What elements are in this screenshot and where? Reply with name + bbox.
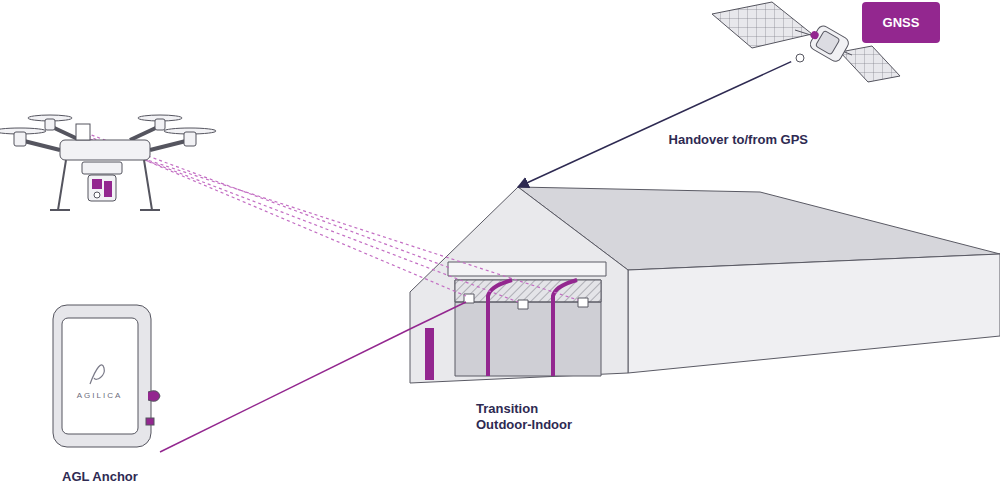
satellite-node: GNSS xyxy=(712,0,945,78)
hangar-node: Transition Outdoor-Indoor xyxy=(410,187,1000,387)
signal-lines xyxy=(86,133,578,302)
brand-logo: AGILICA xyxy=(63,391,136,400)
device-label: AGL Anchor xyxy=(62,469,138,485)
hangar xyxy=(410,187,1000,383)
anchor-leader xyxy=(410,302,466,329)
handover-arrow xyxy=(518,62,791,187)
anchor-device xyxy=(53,305,160,447)
anchor-link xyxy=(160,329,410,452)
anchor-node: AGILICAAGL Anchor xyxy=(50,305,160,455)
area-label: Transition Outdoor-Indoor xyxy=(476,401,594,433)
drone xyxy=(0,115,216,210)
system-badge: GNSS xyxy=(862,2,940,43)
edge-label: Handover to/from GPS xyxy=(667,131,810,149)
